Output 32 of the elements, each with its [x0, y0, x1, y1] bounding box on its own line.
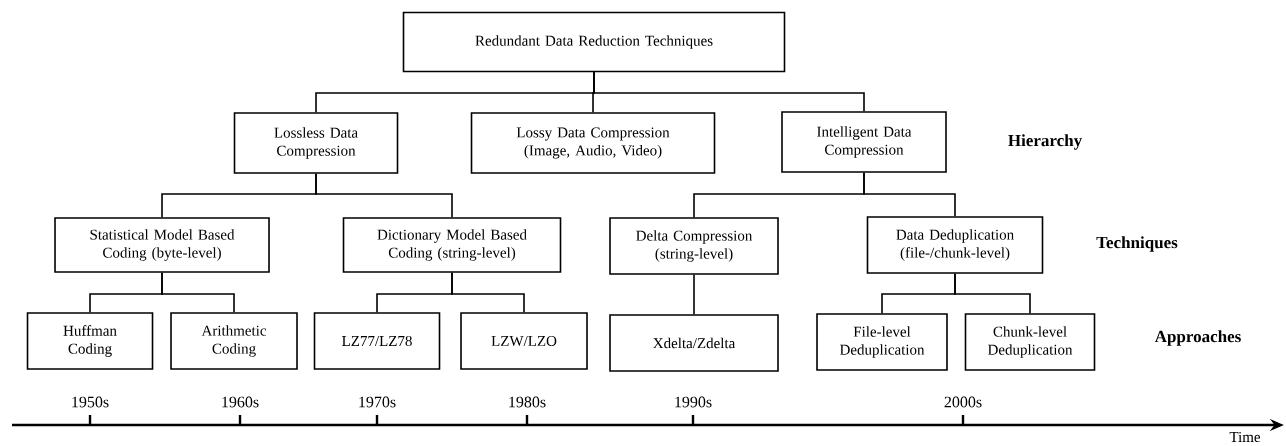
level-label: Techniques	[1096, 236, 1178, 252]
year-label: 1990s	[675, 396, 712, 408]
level-label: Hierarchy	[1008, 134, 1082, 150]
year-label: 1960s	[222, 396, 259, 408]
category-box: File-level Deduplication	[816, 313, 948, 371]
category-box: Delta Compression (string-level)	[609, 217, 779, 275]
connector-line	[451, 272, 525, 313]
year-label: 1980s	[509, 396, 546, 408]
category-box: Intelligent Data Compression	[781, 111, 947, 173]
connector-line	[593, 71, 865, 112]
year-label: 2000s	[944, 396, 982, 408]
axis-label: Time	[1229, 431, 1261, 442]
connector-line	[954, 273, 1031, 314]
connector-line	[693, 274, 695, 315]
connector-line	[863, 172, 956, 217]
category-box: Huffman Coding	[26, 312, 154, 370]
category-box: Redundant Data Reduction Techniques	[402, 11, 786, 73]
category-box: Statistical Model Based Coding (byte-level)	[54, 217, 270, 273]
year-label: 1950s	[72, 396, 109, 408]
connector-line	[315, 173, 453, 218]
category-box: LZW/LZO	[460, 312, 588, 370]
category-box: Data Deduplication (file-/chunk-level)	[866, 216, 1044, 274]
category-box: Lossy Data Compression (Image, Audio, Video)	[470, 112, 716, 174]
level-label: Approaches	[1154, 330, 1241, 346]
category-box: LZ77/LZ78	[313, 312, 441, 370]
category-box: Chunk-level Deduplication	[964, 313, 1096, 371]
category-box: Xdelta/Zdelta	[609, 314, 779, 372]
year-label: 1970s	[359, 396, 396, 408]
category-box: Arithmetic Coding	[170, 312, 298, 370]
category-box: Dictionary Model Based Coding (string-level)	[342, 217, 562, 273]
connector-line	[161, 272, 235, 313]
category-box: Lossless Data Compression	[233, 112, 399, 174]
